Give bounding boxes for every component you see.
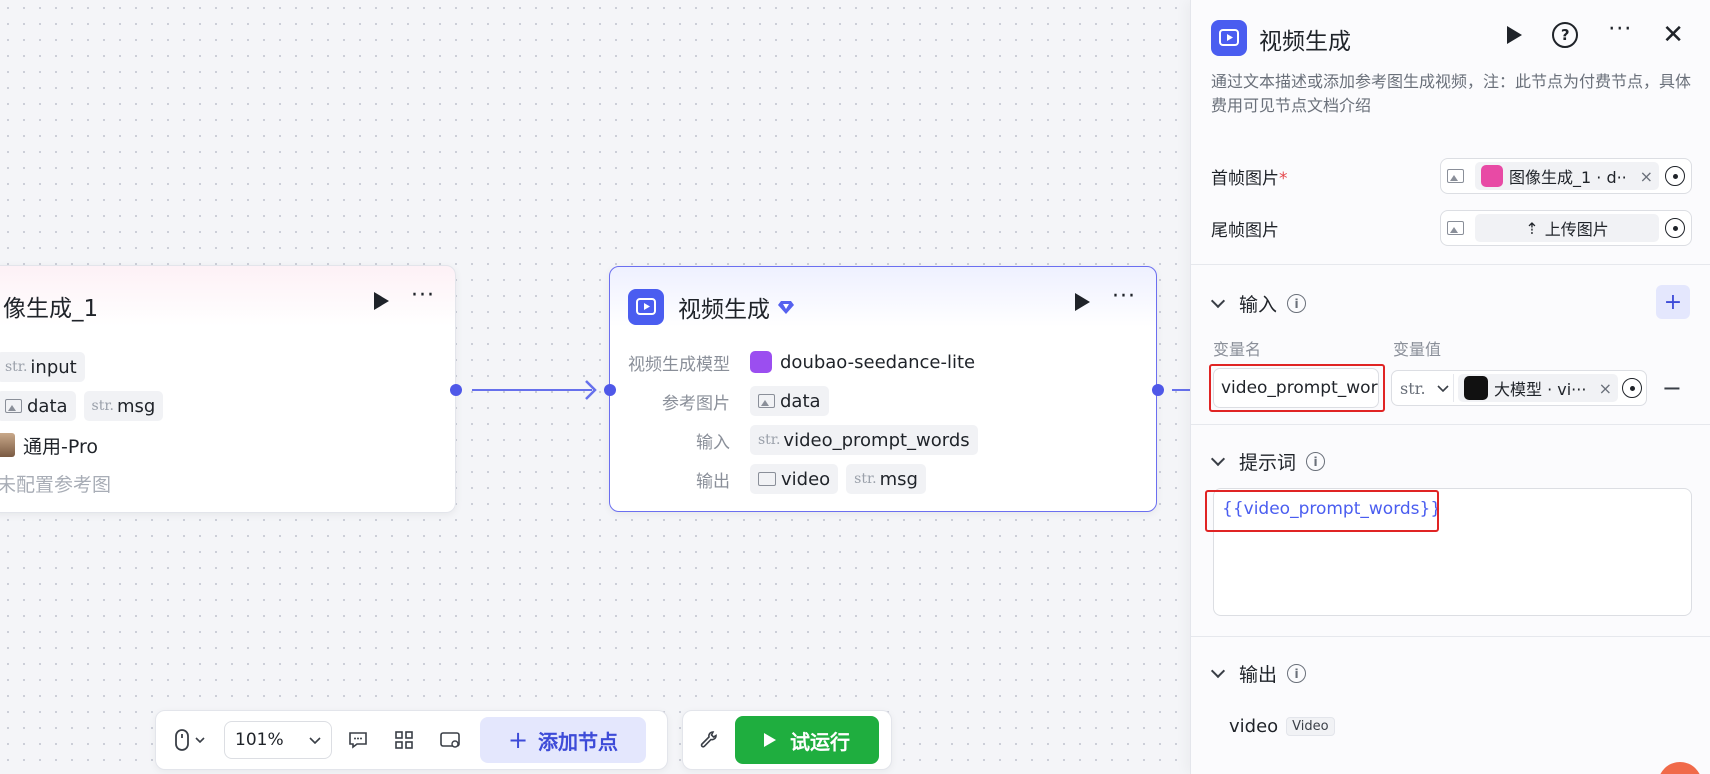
comment-button[interactable]: [338, 720, 378, 760]
run-node-icon[interactable]: [1075, 293, 1091, 311]
last-frame-field[interactable]: ⇡ 上传图片: [1440, 210, 1692, 246]
node-title: 视频生成: [678, 297, 770, 323]
output-tag-msg: str.msg: [83, 391, 164, 421]
test-run-button[interactable]: 试运行: [735, 716, 879, 764]
highlight-box: [1205, 490, 1439, 532]
first-frame-label: 首帧图片*: [1211, 168, 1288, 189]
output-tag-msg: str.msg: [846, 464, 926, 494]
add-input-button[interactable]: +: [1656, 285, 1690, 319]
output-tag-video: video: [750, 464, 839, 494]
variable-value-field[interactable]: str. 大模型 · vi··· ×: [1391, 370, 1647, 406]
video-gen-icon: [628, 289, 664, 325]
help-icon[interactable]: ?: [1552, 22, 1579, 48]
chevron-down-icon: [1210, 451, 1226, 466]
first-frame-field[interactable]: 图像生成_1 · d·· ×: [1440, 158, 1692, 194]
node-title: 像生成_1: [3, 296, 99, 322]
output-type-badge: Video: [1286, 717, 1335, 736]
chevron-down-icon: [1210, 293, 1226, 308]
run-node-icon[interactable]: [1507, 26, 1523, 44]
zoom-select[interactable]: 101%: [224, 721, 332, 759]
assistant-bubble[interactable]: [1658, 762, 1702, 774]
input-tag: str.video_prompt_words: [750, 425, 978, 455]
highlight-box: [1209, 364, 1385, 412]
plus-icon: +: [507, 726, 529, 754]
image-icon: [1447, 221, 1464, 235]
input-tag: str.input: [0, 352, 85, 382]
debug-tool-button[interactable]: [689, 720, 729, 760]
input-section-header[interactable]: 输入 i: [1210, 290, 1307, 317]
llm-icon: [1464, 376, 1488, 400]
wrench-icon: [700, 731, 717, 748]
chevron-down-icon: [1437, 384, 1449, 392]
image-gen-node[interactable]: 像生成_1 ··· str.input data str.msg 通用-Pro …: [0, 265, 456, 513]
minimap-button[interactable]: [430, 720, 470, 760]
variable-ref-icon[interactable]: [1665, 218, 1685, 238]
panel-title: 视频生成: [1259, 29, 1351, 55]
info-icon[interactable]: i: [1287, 294, 1307, 313]
prompt-section-header[interactable]: 提示词 i: [1210, 448, 1326, 475]
panel-description: 通过文本描述或添加参考图生成视频，注：此节点为付费节点，具体费用可见节点文档介绍: [1211, 72, 1692, 115]
minimap-icon: [440, 732, 460, 748]
workflow-canvas[interactable]: 像生成_1 ··· str.input data str.msg 通用-Pro …: [0, 0, 1190, 774]
more-icon[interactable]: ···: [1608, 17, 1633, 42]
canvas-toolbar: 101% + 添加节点: [155, 710, 668, 770]
output-tag-data: data: [0, 391, 76, 421]
chevron-down-icon: [1210, 663, 1226, 678]
remove-icon[interactable]: ×: [1598, 378, 1612, 398]
mouse-icon: [175, 729, 189, 751]
model-icon: [750, 351, 772, 373]
add-node-button[interactable]: + 添加节点: [480, 717, 646, 763]
info-icon[interactable]: i: [1306, 452, 1326, 471]
chevron-down-icon: [195, 737, 205, 743]
comment-icon: [349, 732, 367, 749]
more-icon[interactable]: ···: [1112, 284, 1136, 309]
connection-edge[interactable]: [1172, 389, 1190, 391]
model-value: doubao-seedance-lite: [780, 351, 976, 373]
image-icon: [5, 399, 22, 413]
upload-image-button[interactable]: ⇡ 上传图片: [1475, 214, 1659, 242]
close-icon[interactable]: ✕: [1662, 20, 1684, 50]
folder-icon: [758, 472, 776, 486]
run-toolbar: 试运行: [682, 710, 892, 770]
panel-header: 视频生成 ? ··· ✕ 通过文本描述或添加参考图生成视频，注：此节点为付费节点…: [1191, 0, 1710, 134]
connection-edge[interactable]: [472, 389, 592, 391]
info-icon[interactable]: i: [1287, 664, 1307, 683]
node-config-panel: 首帧图片* 图像生成_1 · d·· × 尾帧图片 ⇡ 上传图片 输入 i + …: [1190, 0, 1710, 774]
ref-image-tag: data: [750, 386, 829, 416]
mouse-mode-button[interactable]: [162, 720, 218, 760]
grid-icon: [395, 731, 413, 749]
output-port[interactable]: [1152, 384, 1164, 396]
video-gen-node[interactable]: 视频生成 ··· 视频生成模型 doubao-seedance-lite 参考图…: [609, 266, 1157, 512]
layout-button[interactable]: [384, 720, 424, 760]
variable-ref-icon[interactable]: [1622, 378, 1642, 398]
image-icon: [1447, 169, 1464, 183]
remove-icon[interactable]: ×: [1639, 166, 1653, 186]
chevron-down-icon: [309, 736, 321, 744]
input-port[interactable]: [604, 384, 616, 396]
prompt-textarea[interactable]: {{video_prompt_words}}: [1213, 488, 1692, 616]
model-name: 通用-Pro: [23, 435, 98, 458]
output-item: video Video: [1229, 716, 1335, 737]
image-gen-icon: [1481, 165, 1503, 187]
output-port[interactable]: [450, 384, 462, 396]
image-icon: [758, 394, 775, 408]
ref-status: 未配置参考图: [0, 473, 112, 496]
video-gen-icon: [1211, 20, 1247, 56]
variable-ref-icon[interactable]: [1665, 166, 1685, 186]
var-value-column-label: 变量值: [1393, 340, 1442, 359]
model-avatar: [0, 433, 15, 457]
play-icon: [764, 733, 776, 747]
type-select[interactable]: str.: [1396, 374, 1454, 402]
edge-arrow-icon: [585, 380, 597, 400]
run-node-icon[interactable]: [374, 292, 390, 310]
remove-input-button[interactable]: −: [1661, 374, 1682, 402]
output-section-header[interactable]: 输出 i: [1210, 660, 1307, 687]
upload-icon: ⇡: [1525, 218, 1539, 238]
more-icon[interactable]: ···: [411, 283, 435, 308]
last-frame-label: 尾帧图片: [1211, 220, 1279, 241]
variable-name-input[interactable]: video_prompt_words: [1213, 368, 1379, 408]
var-name-column-label: 变量名: [1213, 340, 1262, 359]
prompt-text: {{video_prompt_words}}: [1222, 499, 1442, 519]
premium-diamond-icon: [778, 301, 794, 314]
